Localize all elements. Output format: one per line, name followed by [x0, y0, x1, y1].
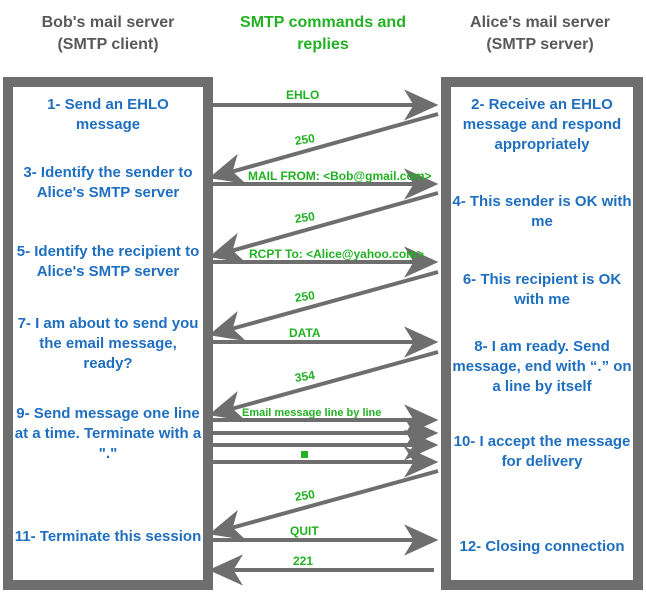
client-step-1: 1- Send an EHLO message [47, 96, 169, 133]
server-step-8: 8- I am ready. Send message, end with “.… [452, 338, 632, 395]
server-header-line2: (SMTP server) [486, 36, 594, 53]
label-quit: QUIT [290, 524, 319, 538]
label-mail-from: MAIL FROM: <Bob@gmail.com> [248, 169, 432, 183]
label-250-b: 250 [293, 209, 316, 226]
server-step-4: 4- This sender is OK with me [452, 193, 632, 230]
arrow-250-d [208, 469, 439, 541]
server-step-2: 2- Receive an EHLO message and respond a… [462, 96, 622, 153]
label-data: DATA [289, 326, 321, 340]
client-step-5: 5- Identify the recipient to Alice's SMT… [16, 243, 200, 280]
terminating-dot-marker [301, 451, 308, 458]
client-header-line2: (SMTP client) [57, 36, 159, 53]
client-step-11: 11- Terminate this session [14, 528, 202, 545]
middle-column-header: SMTP commands and replies [218, 12, 428, 56]
label-ehlo: EHLO [286, 88, 320, 102]
arrow-250-a [208, 112, 439, 184]
label-rcpt-to: RCPT To: <Alice@yahoo.com> [249, 247, 424, 261]
server-step-10: 10- I accept the message for delivery [453, 433, 631, 470]
client-column-header: Bob's mail server (SMTP client) [8, 12, 208, 56]
label-250-d: 250 [293, 487, 316, 504]
server-panel: 2- Receive an EHLO message and respond a… [441, 77, 643, 590]
middle-header-line1: SMTP commands and [240, 14, 406, 31]
client-header-line1: Bob's mail server [41, 14, 175, 31]
client-panel: 1- Send an EHLO message 3- Identify the … [3, 77, 213, 590]
label-250-a: 250 [293, 131, 316, 148]
label-221: 221 [293, 554, 314, 568]
client-step-3: 3- Identify the sender to Alice's SMTP s… [23, 164, 193, 201]
arrow-354 [208, 350, 439, 422]
label-250-c: 250 [293, 288, 316, 305]
server-header-line1: Alice's mail server [470, 14, 610, 31]
server-column-header: Alice's mail server (SMTP server) [440, 12, 640, 56]
label-body-line: Email message line by line [242, 407, 382, 419]
server-step-6: 6- This recipient is OK with me [462, 271, 622, 308]
server-step-12: 12- Closing connection [459, 538, 625, 555]
middle-header-line2: replies [297, 36, 349, 53]
label-354: 354 [293, 368, 316, 385]
arrow-250-c [208, 270, 439, 342]
client-step-9: 9- Send message one line at a time. Term… [14, 405, 202, 462]
client-step-7: 7- I am about to send you the email mess… [17, 315, 199, 372]
